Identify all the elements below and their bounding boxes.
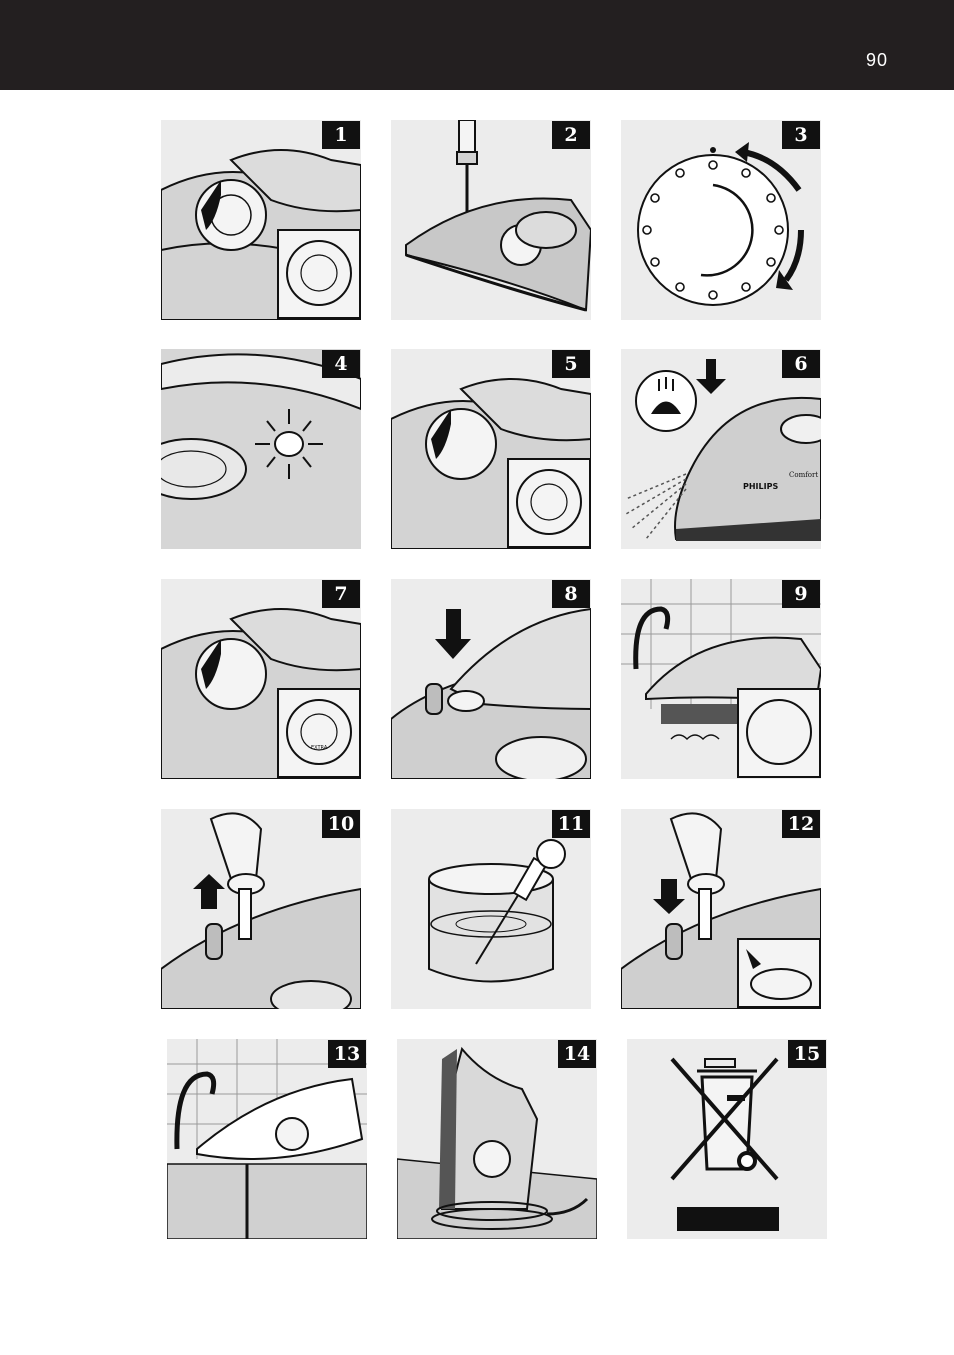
removing-anti-calc-rod-illustration	[161, 812, 361, 1009]
step-badge: 3	[782, 121, 820, 149]
step-badge: 6	[782, 350, 820, 378]
step-12-panel: 12	[621, 809, 821, 1009]
step-badge: 12	[782, 810, 820, 838]
dial-extra-label: EXTRA	[311, 745, 328, 751]
hand-turning-dial-illustration	[161, 149, 361, 320]
step-badge: 5	[552, 350, 590, 378]
step-badge: 11	[552, 810, 590, 838]
step-14-panel: 14	[397, 1039, 597, 1239]
step-8-panel: 8	[391, 579, 591, 779]
step-11-panel: 11	[391, 809, 591, 1009]
step-badge: 13	[328, 1040, 366, 1068]
step-badge: 14	[558, 1040, 596, 1068]
step-13-panel: 13	[167, 1039, 367, 1239]
step-15-panel: 15	[627, 1039, 827, 1239]
step-7-panel: EXTRA 7	[161, 579, 361, 779]
step-badge: 10	[322, 810, 360, 838]
step-10-panel: 10	[161, 809, 361, 1009]
hand-turning-dial-illustration	[391, 378, 591, 549]
step-badge: 7	[322, 580, 360, 608]
inserting-anti-calc-rod-illustration	[621, 812, 821, 1009]
self-clean-over-sink-illustration	[621, 579, 821, 778]
header-bar: 90	[0, 0, 954, 90]
rod-in-vinegar-glass-illustration	[428, 839, 566, 983]
step-badge: 9	[782, 580, 820, 608]
pressing-button-illustration	[391, 607, 591, 779]
step-badge: 2	[552, 121, 590, 149]
step-badge: 8	[552, 580, 590, 608]
iron-stored-upright-illustration	[397, 1046, 597, 1239]
crossed-out-bin-icon	[670, 1057, 779, 1231]
step-4-panel: 4	[161, 349, 361, 549]
step-badge: 1	[322, 121, 360, 149]
temperature-dial-illustration	[637, 142, 804, 306]
step-3-panel: 3	[621, 120, 821, 320]
step-5-panel: 5	[391, 349, 591, 549]
iron-brand-label: PHILIPS	[743, 482, 778, 491]
page-number: 90	[865, 50, 888, 70]
emptying-over-sink-illustration	[167, 1039, 367, 1239]
hand-turning-dial-illustration: EXTRA	[161, 608, 361, 779]
step-6-panel: PHILIPS Comfort 6	[621, 349, 821, 549]
step-2-panel: 2	[391, 120, 591, 320]
pilot-light-illustration	[161, 349, 361, 549]
step-badge: 4	[322, 350, 360, 378]
iron-model-label: Comfort	[789, 471, 818, 479]
steam-spray-illustration: PHILIPS Comfort	[625, 359, 821, 541]
step-1-panel: 1	[161, 120, 361, 320]
filling-water-illustration	[405, 120, 591, 312]
step-badge: 15	[788, 1040, 826, 1068]
step-9-panel: 9	[621, 579, 821, 779]
